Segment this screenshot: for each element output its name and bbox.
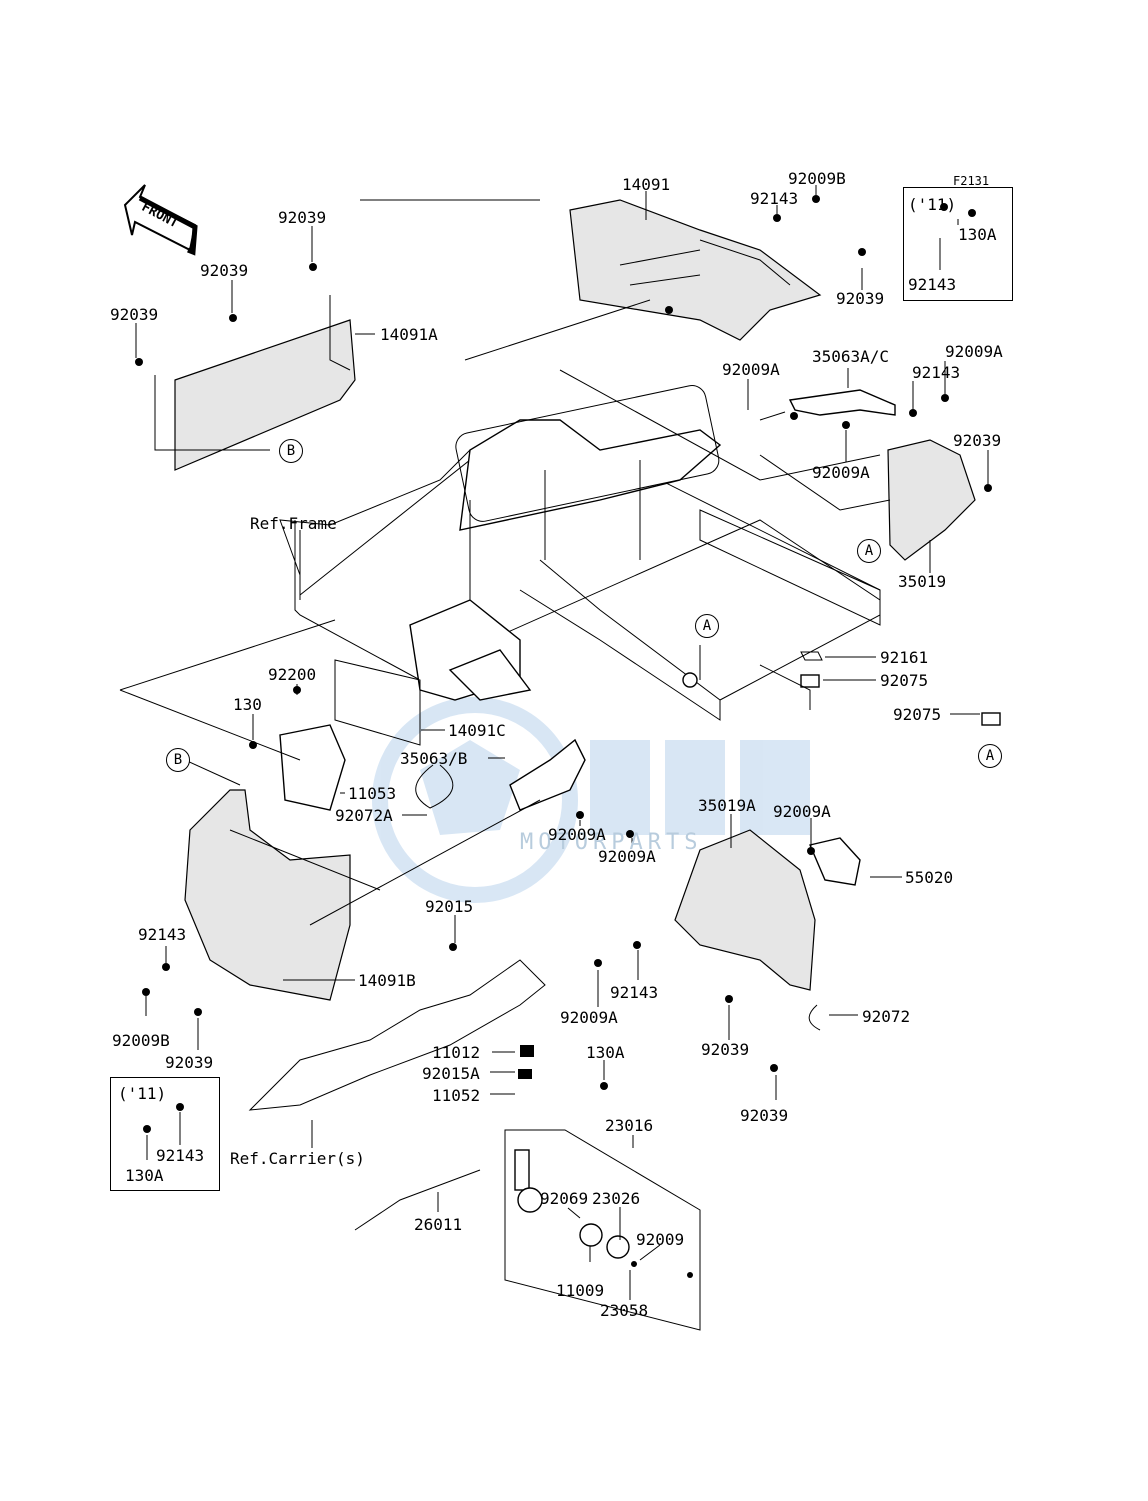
label-92039: 92039	[110, 305, 159, 324]
label-14091A: 14091A	[380, 325, 438, 344]
label-92009A: 92009A	[560, 1008, 618, 1027]
label-92039: 92039	[200, 261, 249, 280]
label-92009B: 92009B	[112, 1031, 170, 1050]
label-11012: 11012	[432, 1043, 481, 1062]
label-92039: 92039	[701, 1040, 750, 1059]
label-92009A: 92009A	[722, 360, 780, 379]
label-92143: 92143	[750, 189, 799, 208]
label-92009A: 92009A	[548, 825, 606, 844]
watermark-logo	[372, 697, 810, 903]
fasteners	[135, 195, 992, 1278]
cover-14091B	[184, 789, 351, 1001]
label-14091B: 14091B	[358, 971, 416, 990]
label-inset-year-bottom: ('11)	[118, 1084, 167, 1103]
label-92015A: 92015A	[422, 1064, 480, 1083]
label-11052: 11052	[432, 1086, 481, 1105]
label-92039: 92039	[165, 1053, 214, 1072]
callout-A: A	[695, 614, 719, 638]
label-92069: 92069	[540, 1189, 589, 1208]
label-inset-130A: 130A	[125, 1166, 164, 1185]
label-92143: 92143	[610, 983, 659, 1002]
label-130A: 130A	[586, 1043, 625, 1062]
callout-A: A	[978, 744, 1002, 768]
frame-assembly	[279, 385, 881, 721]
label-14091: 14091	[622, 175, 671, 194]
cover-35019	[887, 439, 976, 561]
label-ref-carrier: Ref.Carrier(s)	[230, 1149, 365, 1168]
pad-92075-b	[981, 712, 1001, 726]
label-92015: 92015	[425, 897, 474, 916]
label-35019: 35019	[898, 572, 947, 591]
label-inset-year-top: ('11)	[908, 195, 957, 214]
label-92009A: 92009A	[598, 847, 656, 866]
label-ref-frame: Ref.Frame	[250, 514, 337, 533]
carrier	[248, 959, 546, 1111]
label-35063B: 35063/B	[400, 749, 468, 768]
bracket-35063B	[509, 738, 586, 811]
label-35019A: 35019A	[698, 796, 756, 815]
label-23058: 23058	[600, 1301, 649, 1320]
label-92039: 92039	[953, 431, 1002, 450]
pad-92075	[800, 674, 820, 688]
bracket-55020	[809, 837, 861, 886]
label-92009B: 92009B	[788, 169, 846, 188]
plate-14091C	[334, 659, 421, 746]
group-23016	[504, 1129, 701, 1331]
callout-B: B	[166, 748, 190, 772]
diagram-code: F2131	[953, 174, 990, 188]
label-92072A: 92072A	[335, 806, 393, 825]
callout-B: B	[279, 439, 303, 463]
label-92039: 92039	[836, 289, 885, 308]
label-55020: 55020	[905, 868, 954, 887]
watermark-text: MOTORPARTS	[520, 830, 703, 855]
label-92039: 92039	[740, 1106, 789, 1125]
label-inset-92143: 92143	[908, 275, 957, 294]
cover-14091	[569, 199, 822, 341]
leader-lines	[119, 185, 989, 1300]
label-92009A: 92009A	[945, 342, 1003, 361]
label-92143: 92143	[138, 925, 187, 944]
label-14091C: 14091C	[448, 721, 506, 740]
inset-box-2011-top	[903, 187, 1013, 301]
panel-14091A	[174, 319, 356, 471]
label-35063AC: 35063A/C	[812, 347, 890, 366]
mudguard-35019A	[674, 829, 816, 991]
label-26011: 26011	[414, 1215, 463, 1234]
label-92143: 92143	[912, 363, 961, 382]
label-92039: 92039	[278, 208, 327, 227]
label-92200: 92200	[268, 665, 317, 684]
pad-92161	[800, 651, 823, 661]
label-92009A: 92009A	[773, 802, 831, 821]
bracket-11053	[279, 724, 346, 811]
band-92072	[808, 1004, 821, 1031]
label-92075: 92075	[893, 705, 942, 724]
label-92075: 92075	[880, 671, 929, 690]
label-130: 130	[233, 695, 262, 714]
label-11053: 11053	[348, 784, 397, 803]
inset-box-2011-bottom	[110, 1077, 220, 1191]
band-92072A	[415, 764, 454, 809]
label-inset-92143: 92143	[156, 1146, 205, 1165]
label-23026: 23026	[592, 1189, 641, 1208]
label-inset-130A: 130A	[958, 225, 997, 244]
label-92072: 92072	[862, 1007, 911, 1026]
label-23016: 23016	[605, 1116, 654, 1135]
label-92009A: 92009A	[812, 463, 870, 482]
label-92161: 92161	[880, 648, 929, 667]
front-arrow-icon	[123, 184, 198, 256]
callout-A: A	[857, 539, 881, 563]
bracket-35063AC	[788, 389, 896, 416]
label-92009: 92009	[636, 1230, 685, 1249]
label-11009: 11009	[556, 1281, 605, 1300]
